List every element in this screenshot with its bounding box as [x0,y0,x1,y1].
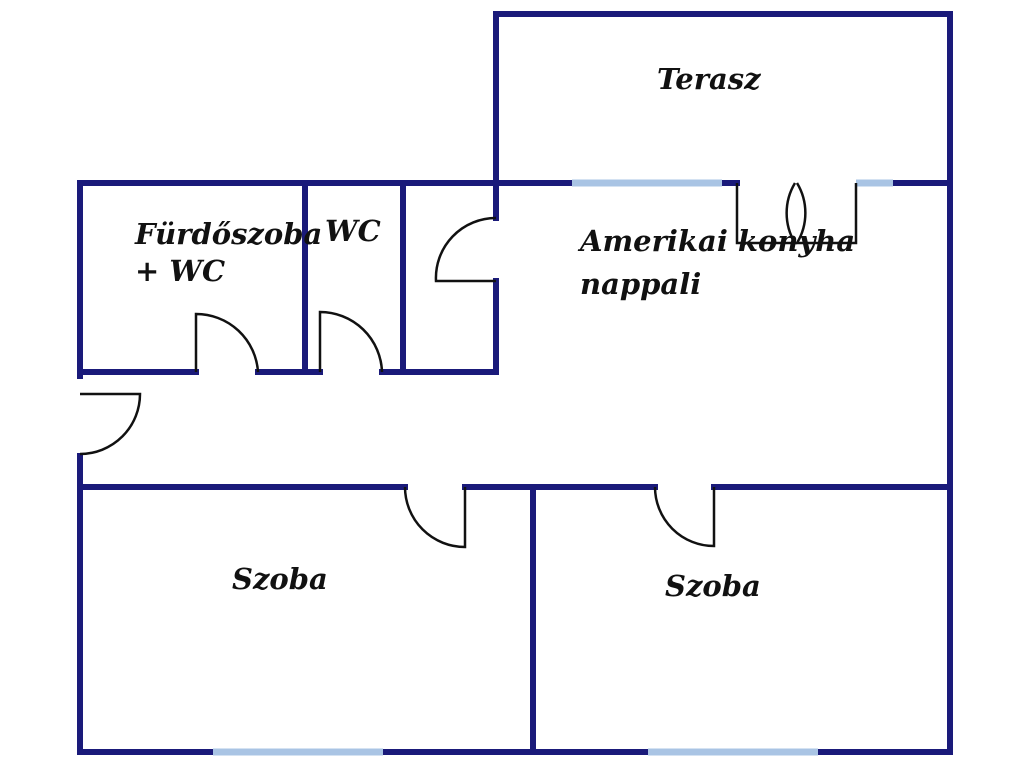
entrance-door [79,392,142,456]
bathroom-door [194,312,260,373]
label-living-line1: Amerikai konyha [577,224,855,258]
bedroom-right-door [653,486,716,548]
interior-walls [77,180,953,755]
terrace-door-right [794,182,858,245]
label-bathroom-line1: Fürdőszoba [134,217,322,251]
label-wc: WC [325,214,381,248]
terrace-walls [493,11,953,186]
label-living-line2: nappali [580,267,701,301]
room-labels: Terasz Fürdőszoba + WC WC Amerikai konyh… [134,62,855,603]
wc-door [318,310,384,373]
label-room-left: Szoba [232,562,328,596]
label-bathroom-line2: + WC [135,254,225,288]
closet-door [434,216,497,283]
windows [213,179,893,756]
doors [79,182,858,549]
label-terrace: Terasz [657,62,761,96]
label-room-right: Szoba [665,569,761,603]
bedroom-left-door [403,486,467,549]
terrace-door-left [735,182,798,245]
outer-walls [77,180,953,755]
